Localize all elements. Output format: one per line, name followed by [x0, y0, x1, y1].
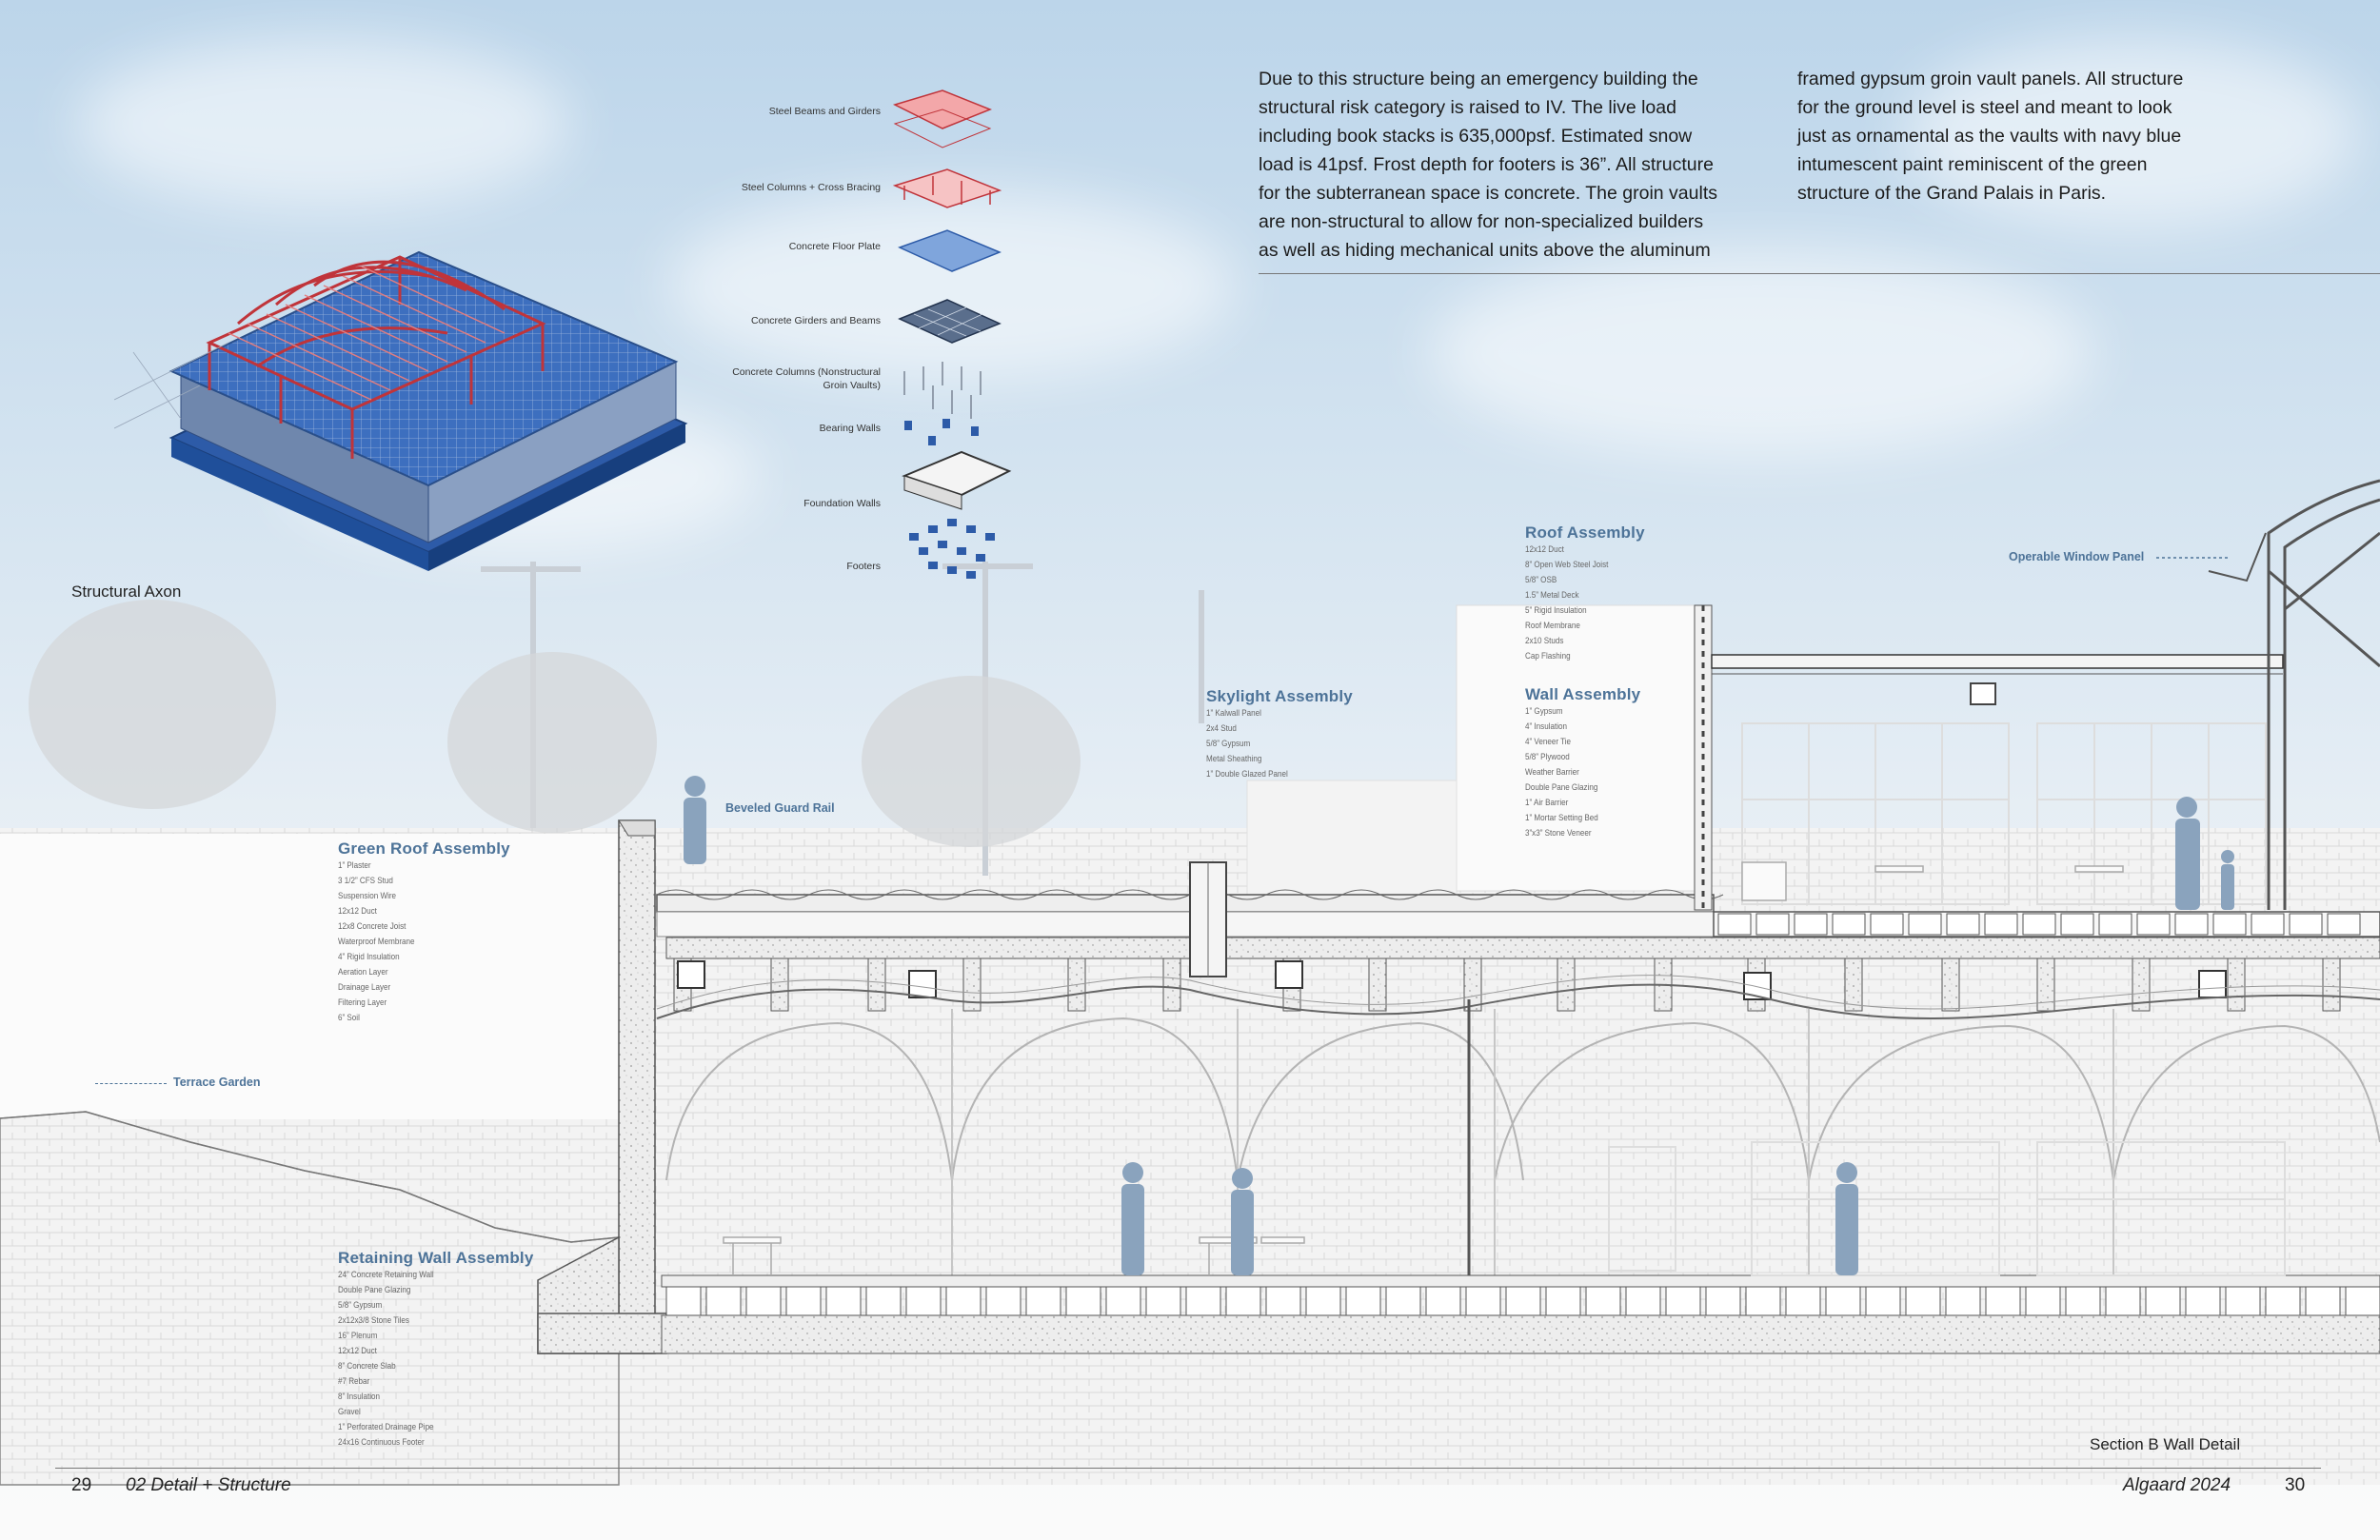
left-page-number: 29	[71, 1475, 92, 1495]
description-left: Due to this structure being an emergency…	[1259, 69, 1717, 261]
cloud	[1904, 38, 2361, 228]
retaining-wall-assembly: Retaining Wall Assembly 24” Concrete Ret…	[338, 1249, 534, 1448]
skylight-title: Skylight Assembly	[1206, 687, 1353, 705]
axon-label-concrete-floor: Concrete Floor Plate	[788, 241, 881, 252]
section-title: Section B Wall Detail	[2090, 1435, 2241, 1453]
callout-guard-rail: Beveled Guard Rail	[725, 801, 835, 815]
author-year: Algaard 2024	[2123, 1475, 2231, 1495]
retaining-wall	[618, 819, 656, 1354]
steel-arch	[2267, 479, 2380, 910]
cloud	[666, 190, 1238, 381]
axon-label-foundation-walls: Foundation Walls	[803, 498, 881, 509]
vault-ceiling	[656, 983, 2380, 1019]
axon-caption: Structural Axon	[71, 582, 182, 601]
roof-title: Roof Assembly	[1525, 523, 1645, 542]
structural-axon-drawing	[114, 250, 688, 571]
ducts	[677, 960, 2227, 1000]
wall-title: Wall Assembly	[1525, 685, 1641, 703]
people-silhouettes	[684, 776, 2234, 1275]
exploded-axon	[892, 89, 1012, 579]
green-roof-title: Green Roof Assembly	[338, 839, 510, 858]
interior-window-frames	[1608, 722, 2286, 1276]
earth-mass	[0, 834, 619, 1119]
axon-label-steel-columns: Steel Columns + Cross Bracing	[741, 182, 881, 193]
retaining-wall-title: Retaining Wall Assembly	[338, 1249, 534, 1267]
axon-label-bearing-walls: Bearing Walls	[819, 423, 881, 434]
cloud	[1428, 247, 2094, 457]
tree-silhouettes	[29, 600, 1081, 847]
axon-label-footers: Footers	[846, 561, 881, 572]
callout-terrace-garden: Terrace Garden	[173, 1076, 261, 1089]
axon-label-steel-beams: Steel Beams and Girders	[768, 106, 881, 117]
terrace-leader	[95, 1083, 167, 1084]
groin-vaults	[665, 1017, 2380, 1181]
right-page-number: 30	[2285, 1475, 2306, 1495]
roof-beam	[1711, 654, 2284, 669]
axon-label-concrete-columns: Concrete Columns (Nonstructural Groin Va…	[732, 366, 881, 391]
text-divider	[1259, 273, 2380, 274]
furniture	[723, 861, 2124, 1275]
footer-divider	[55, 1468, 2321, 1469]
callout-window-panel: Operable Window Panel	[2009, 550, 2145, 563]
axon-label-concrete-girders: Concrete Girders and Beams	[751, 315, 881, 326]
chapter-title: 02 Detail + Structure	[126, 1475, 291, 1495]
cloud	[76, 38, 571, 209]
floor-blocks	[665, 1286, 2380, 1316]
description-right: framed gypsum groin vault panels. All st…	[1797, 69, 2184, 204]
